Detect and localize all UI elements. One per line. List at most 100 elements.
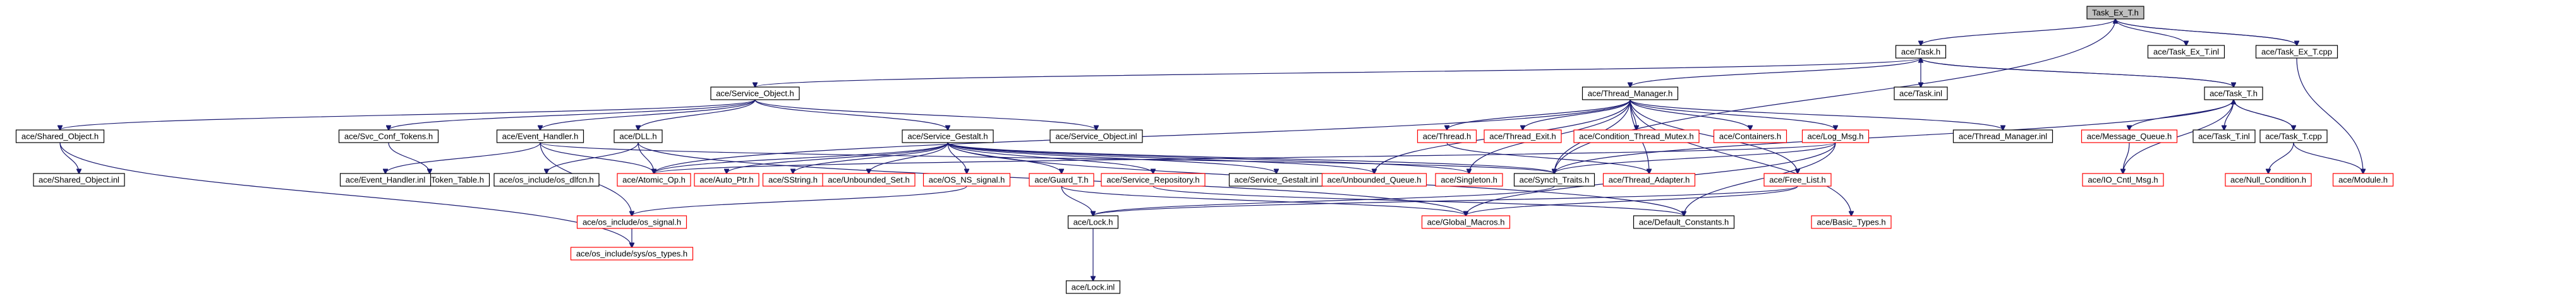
node-ace-unbounded-set-h[interactable]: ace/Unbounded_Set.h: [822, 173, 916, 187]
node-label: ace/Condition_Thread_Mutex.h: [1579, 132, 1693, 141]
node-ace-lock-h[interactable]: ace/Lock.h: [1067, 215, 1119, 229]
node-ace-service-gestalt-inl[interactable]: ace/Service_Gestalt.inl: [1228, 173, 1324, 187]
node-ace-dll-h[interactable]: ace/DLL.h: [614, 129, 663, 143]
node-ace-task-t-h[interactable]: ace/Task_T.h: [2204, 86, 2263, 100]
node-label: ace/Task_Ex_T.inl: [2153, 47, 2219, 57]
node-ace-task-t-cpp[interactable]: ace/Task_T.cpp: [2259, 129, 2328, 143]
node-label: ace/Thread_Exit.h: [1489, 132, 1556, 141]
node-ace-message-queue-h[interactable]: ace/Message_Queue.h: [2081, 129, 2178, 143]
node-label: ace/Event_Handler.inl: [346, 175, 426, 185]
node-ace-service-gestalt-h[interactable]: ace/Service_Gestalt.h: [902, 129, 994, 143]
node-ace-free-list-h[interactable]: ace/Free_List.h: [1763, 173, 1832, 187]
node-ace-shared-object-h[interactable]: ace/Shared_Object.h: [15, 129, 105, 143]
node-ace-os-include-os-dlfcn-h[interactable]: ace/os_include/os_dlfcn.h: [493, 173, 600, 187]
node-ace-task-ex-t-inl[interactable]: ace/Task_Ex_T.inl: [2147, 45, 2225, 59]
node-ace-event-handler-h[interactable]: ace/Event_Handler.h: [496, 129, 584, 143]
node-box: [2082, 173, 2164, 187]
node-ace-os-include-sys-os-types-h[interactable]: ace/os_include/sys/os_types.h: [570, 247, 694, 261]
node-ace-guard-t-h[interactable]: ace/Guard_T.h: [1029, 173, 1094, 187]
node-ace-singleton-h[interactable]: ace/Singleton.h: [1435, 173, 1503, 187]
node-ace-thread-manager-h[interactable]: ace/Thread_Manager.h: [1581, 86, 1679, 100]
edge-ace_service_gestalt_h-to-ace_auto_ptr_h: [727, 142, 948, 174]
node-ace-thread-adapter-h[interactable]: ace/Thread_Adapter.h: [1602, 173, 1696, 187]
node-ace-default-constants-h[interactable]: ace/Default_Constants.h: [1633, 215, 1735, 229]
edge-ace_service_object_h-to-ace_dll_h: [638, 99, 756, 130]
node-ace-unbounded-queue-h[interactable]: ace/Unbounded_Queue.h: [1321, 173, 1427, 187]
node-ace-log-msg-h[interactable]: ace/Log_Msg.h: [1801, 129, 1870, 143]
node-box: [902, 129, 994, 143]
node-label: ace/IO_Cntl_Msg.h: [2088, 175, 2158, 185]
node-ace-thread-manager-inl[interactable]: ace/Thread_Manager.inl: [1952, 129, 2053, 143]
node-ace-sstring-h[interactable]: ace/SString.h: [762, 173, 824, 187]
node-ace-task-inl[interactable]: ace/Task.inl: [1894, 86, 1948, 100]
node-ace-containers-h[interactable]: ace/Containers.h: [1713, 129, 1787, 143]
node-ace-lock-inl[interactable]: ace/Lock.inl: [1065, 280, 1121, 294]
node-box: [1602, 173, 1696, 187]
node-ace-task-h[interactable]: ace/Task.h: [1895, 45, 1947, 59]
node-ace-svc-conf-tokens-h[interactable]: ace/Svc_Conf_Tokens.h: [338, 129, 439, 143]
node-label: ace/Shared_Object.inl: [39, 175, 119, 185]
node-label: ace/Svc_Conf_Tokens.h: [344, 132, 433, 141]
node-label: ace/os_include/os_dlfcn.h: [499, 175, 594, 185]
node-label: ace/Atomic_Op.h: [622, 175, 686, 185]
edge-ace_task_t_cpp-to-ace_module_h: [2293, 142, 2363, 174]
node-ace-module-h[interactable]: ace/Module.h: [2332, 173, 2394, 187]
edge-ace_service_object_h-to-ace_shared_object_h: [60, 99, 756, 130]
edge-ace_event_handler_h-to-ace_atomic_op_h: [540, 142, 654, 174]
edge-task_ex_t_h-to-ace_synch_traits_h: [1554, 18, 2116, 174]
node-box: [2225, 173, 2312, 187]
node-ace-auto-ptr-h[interactable]: ace/Auto_Ptr.h: [694, 173, 759, 187]
node-label: ace/Thread.h: [1423, 132, 1472, 141]
node-ace-thread-h[interactable]: ace/Thread.h: [1417, 129, 1477, 143]
edge-ace_thread_manager_h-to-ace_log_msg_h: [1630, 99, 1835, 130]
node-label: ace/Module.h: [2338, 175, 2388, 185]
edge-ace_thread_manager_h-to-ace_containers_h: [1630, 99, 1750, 130]
edge-ace_synch_traits_h-to-ace_lock_h: [1093, 185, 1555, 216]
edge-ace_thread_h-to-ace_thread_adapter_h: [1446, 142, 1649, 174]
node-label: ace/Task.inl: [1899, 89, 1942, 98]
node-label: ace/Task_T.h: [2210, 89, 2258, 98]
edge-ace_service_gestalt_h-to-ace_sstring_h: [793, 142, 948, 174]
node-box: [1049, 129, 1143, 143]
node-box: [1029, 173, 1094, 187]
node-label: Task_Ex_T.h: [2092, 8, 2139, 18]
node-ace-service-object-inl[interactable]: ace/Service_Object.inl: [1049, 129, 1143, 143]
node-box: [2192, 129, 2256, 143]
edge-ace_free_list_h-to-ace_lock_h: [1093, 185, 1798, 216]
node-label: ace/Global_Macros.h: [1427, 218, 1505, 227]
node-label: ace/Task_T.inl: [2198, 132, 2250, 141]
node-label: ace/os_include/os_signal.h: [583, 218, 681, 227]
node-ace-service-repository-h[interactable]: ace/Service_Repository.h: [1101, 173, 1206, 187]
node-ace-thread-exit-h[interactable]: ace/Thread_Exit.h: [1484, 129, 1562, 143]
node-ace-atomic-op-h[interactable]: ace/Atomic_Op.h: [617, 173, 691, 187]
edge-ace_service_repository_h-to-ace_default_constants_h: [1152, 185, 1684, 216]
node-box: [1811, 215, 1892, 229]
node-ace-event-handler-inl[interactable]: ace/Event_Handler.inl: [339, 173, 432, 187]
node-label: ace/Free_List.h: [1769, 175, 1826, 185]
node-label: ace/Service_Repository.h: [1106, 175, 1199, 185]
node-task-ex-t-h[interactable]: Task_Ex_T.h: [2086, 6, 2144, 20]
edge-ace_thread_manager_h-to-ace_basic_types_h: [1630, 99, 1851, 216]
node-ace-synch-traits-h[interactable]: ace/Synch_Traits.h: [1513, 173, 1595, 187]
node-ace-service-object-h[interactable]: ace/Service_Object.h: [710, 86, 800, 100]
node-ace-os-ns-signal-h[interactable]: ace/OS_NS_signal.h: [922, 173, 1011, 187]
node-ace-null-condition-h[interactable]: ace/Null_Condition.h: [2225, 173, 2312, 187]
node-ace-condition-thread-mutex-h[interactable]: ace/Condition_Thread_Mutex.h: [1573, 129, 1700, 143]
node-ace-os-include-os-signal-h[interactable]: ace/os_include/os_signal.h: [576, 215, 687, 229]
node-ace-io-cntl-msg-h[interactable]: ace/IO_Cntl_Msg.h: [2082, 173, 2164, 187]
node-ace-basic-types-h[interactable]: ace/Basic_Types.h: [1811, 215, 1892, 229]
node-ace-task-t-inl[interactable]: ace/Task_T.inl: [2192, 129, 2256, 143]
edge-ace_task_h-to-ace_service_object_h: [755, 57, 1921, 87]
edge-ace_thread_manager_h-to-ace_thread_manager_inl: [1630, 99, 2003, 130]
node-label: ace/Service_Gestalt.inl: [1235, 175, 1319, 185]
node-ace-task-ex-t-cpp[interactable]: ace/Task_Ex_T.cpp: [2255, 45, 2338, 59]
edge-ace_event_handler_h-to-ace_event_handler_inl: [385, 142, 541, 174]
node-ace-global-macros-h[interactable]: ace/Global_Macros.h: [1421, 215, 1511, 229]
node-ace-shared-object-inl[interactable]: ace/Shared_Object.inl: [33, 173, 125, 187]
edge-ace_task_h-to-ace_thread_manager_h: [1630, 57, 1921, 87]
edge-ace_service_gestalt_h-to-ace_unbounded_set_h: [869, 142, 948, 174]
edge-task_ex_t_h-to-ace_task_ex_t_inl: [2115, 18, 2186, 45]
node-label: ace/Default_Constants.h: [1639, 218, 1729, 227]
node-box: [2147, 45, 2225, 59]
